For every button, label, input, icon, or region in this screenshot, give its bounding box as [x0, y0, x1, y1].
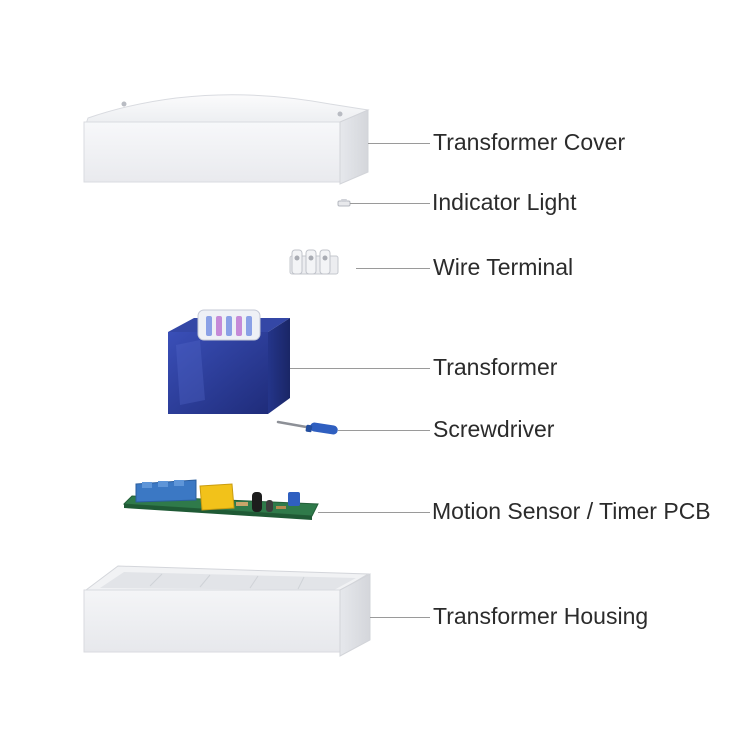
leader-line-wire-terminal	[356, 268, 430, 269]
wire-terminal-illustration	[289, 249, 339, 275]
leader-line-transformer-cover	[368, 143, 430, 144]
transformer-illustration	[168, 309, 290, 414]
label-transformer-cover: Transformer Cover	[433, 129, 626, 155]
leader-line-screwdriver	[338, 430, 430, 431]
transformer-housing-illustration	[83, 565, 371, 657]
label-pcb: Motion Sensor / Timer PCB	[432, 498, 711, 524]
label-indicator-light: Indicator Light	[432, 189, 577, 215]
leader-line-transformer	[290, 368, 430, 369]
indicator-light-illustration	[337, 199, 351, 207]
pcb-illustration	[122, 479, 319, 520]
leader-line-pcb	[318, 512, 430, 513]
screwdriver-illustration	[276, 420, 338, 435]
leader-line-transformer-housing	[370, 617, 430, 618]
label-screwdriver: Screwdriver	[433, 416, 555, 442]
transformer-cover-illustration	[83, 94, 370, 185]
label-transformer: Transformer	[433, 354, 558, 380]
label-transformer-housing: Transformer Housing	[433, 603, 649, 629]
label-wire-terminal: Wire Terminal	[433, 254, 574, 280]
leader-line-indicator-light	[350, 203, 430, 204]
